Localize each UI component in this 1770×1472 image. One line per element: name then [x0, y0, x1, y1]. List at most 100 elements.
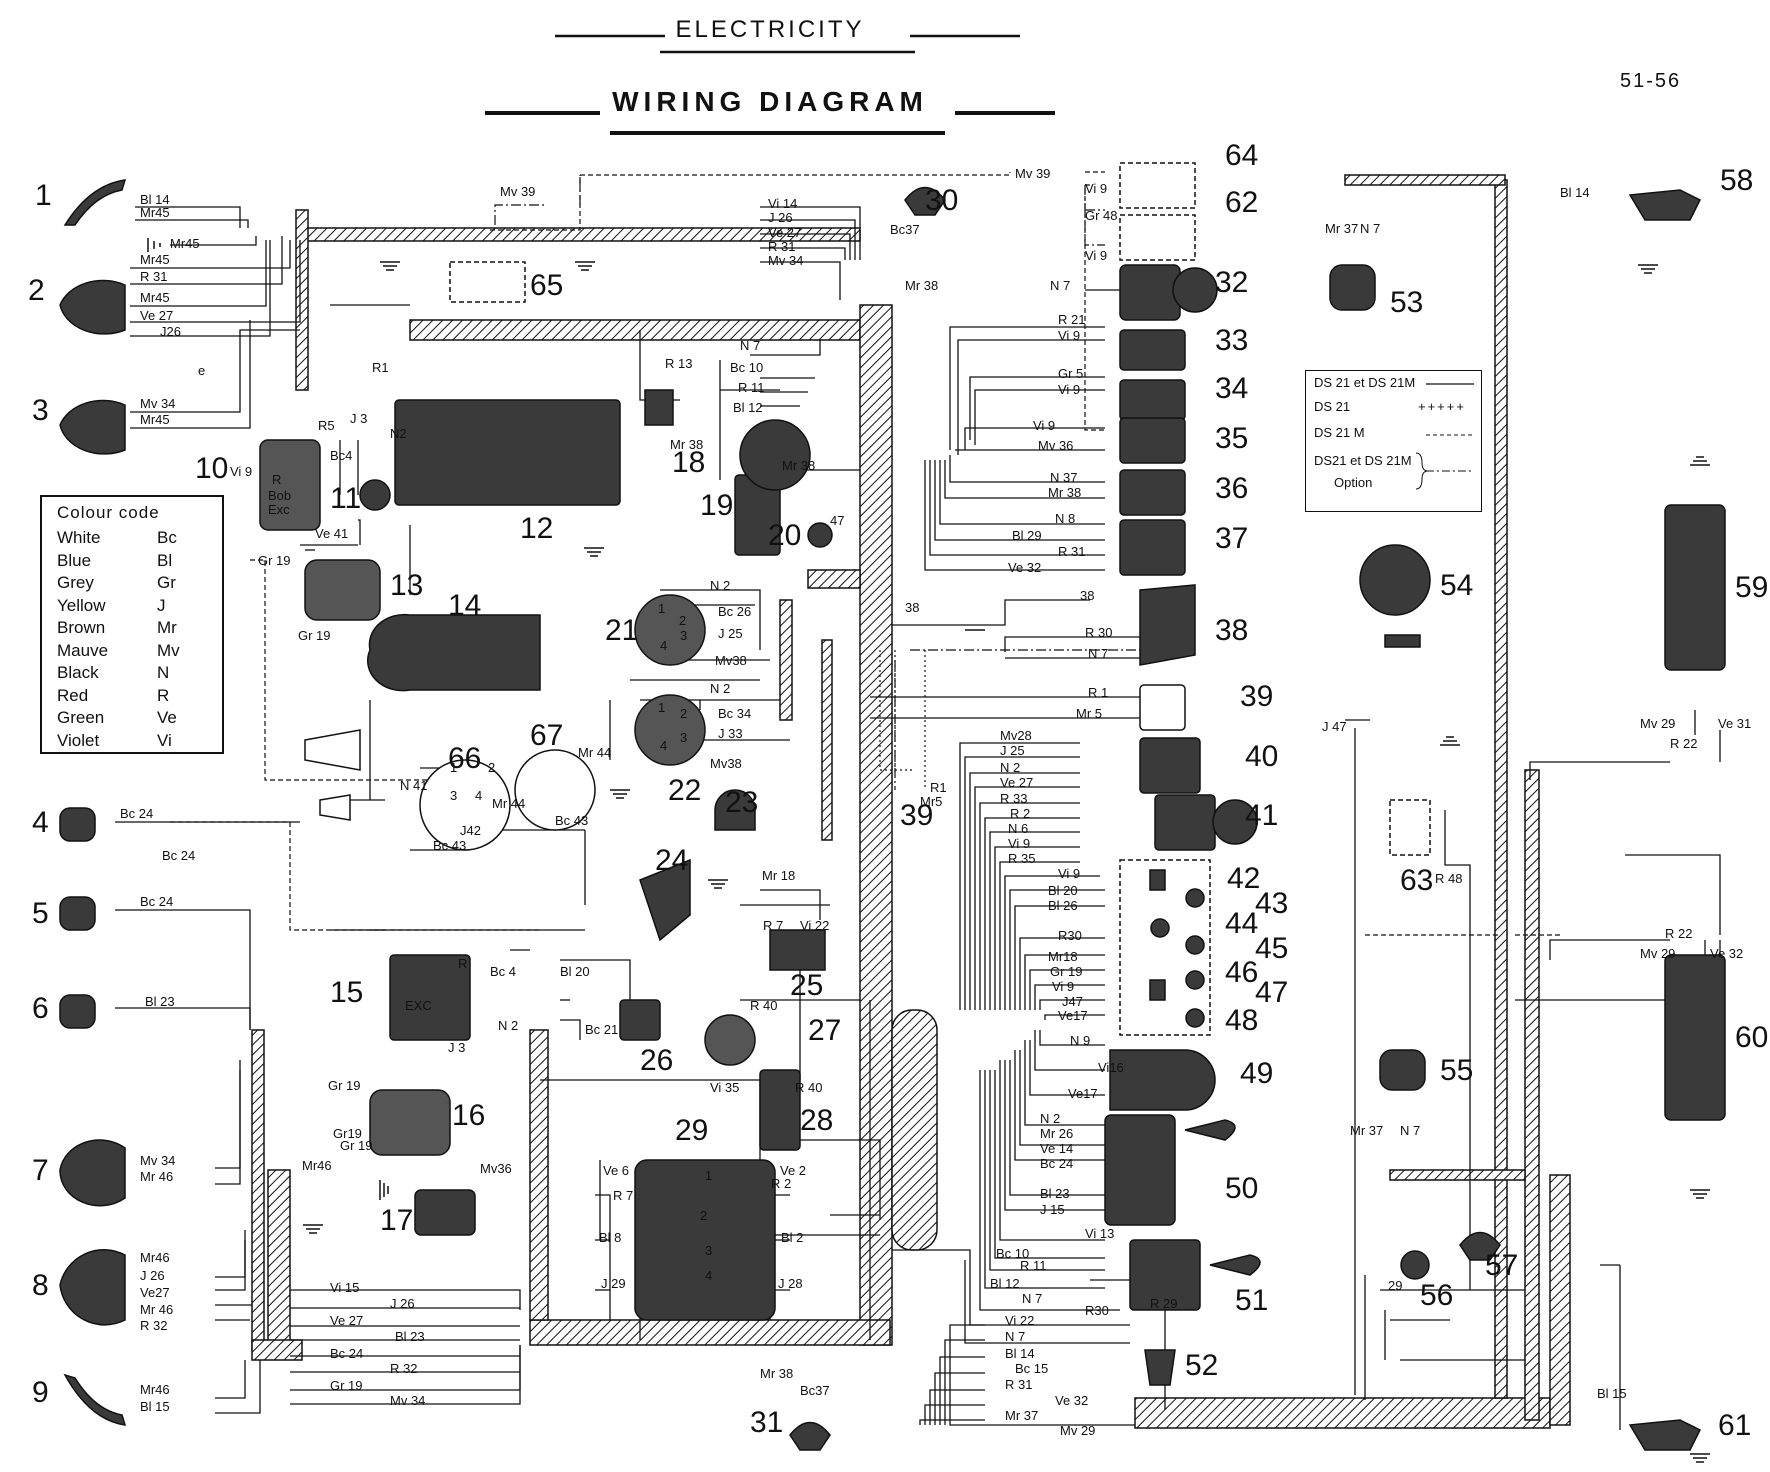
wire-label-c29: 2 — [700, 1208, 707, 1223]
horn-66a — [304, 729, 361, 771]
wire-label-c6: Bl 23 — [145, 994, 175, 1009]
variant-row-4a: DS21 et DS 21M — [1314, 453, 1412, 468]
switch-13 — [304, 559, 381, 621]
wire-label-c42-48: Vi 9 — [1058, 866, 1080, 881]
component-number-21: 21 — [605, 614, 638, 647]
relay-18 — [644, 389, 674, 426]
wire-label-c41: R 2 — [1010, 806, 1030, 821]
wire-label-c13: Gr 19 — [258, 553, 291, 568]
dashlamp-32 — [1119, 264, 1181, 321]
wire-label-c29: Ve 6 — [603, 1163, 629, 1178]
headlamp-3 — [59, 399, 126, 455]
side-lamp-6 — [59, 994, 96, 1029]
component-number-31: 31 — [750, 1406, 783, 1439]
component-number-67: 67 — [530, 719, 563, 752]
component-number-63: 63 — [1400, 864, 1433, 897]
horn-9 — [63, 1373, 127, 1426]
wire-label-c13: Gr 19 — [298, 628, 331, 643]
wire-label-c10: R — [272, 472, 281, 487]
wire-label-c7: Mr 46 — [140, 1169, 173, 1184]
component-number-25: 25 — [790, 969, 823, 1002]
wire-label-c29: Ve 2 — [780, 1163, 806, 1178]
wire-label-c35: Vi 9 — [1033, 418, 1055, 433]
switch-51 — [1129, 1239, 1201, 1311]
wire-label-c22: J 33 — [718, 726, 743, 741]
headlamp-7 — [59, 1139, 126, 1207]
wire-label-c62-64: Gr 48 — [1085, 208, 1118, 223]
wire-label-c62-64: Vi 9 — [1085, 181, 1107, 196]
relay-26 — [619, 999, 661, 1041]
wire-label-c42-48: Bl 26 — [1048, 898, 1078, 913]
component-number-20: 20 — [768, 519, 801, 552]
wire-label-misc: e — [198, 363, 205, 378]
wire-label-c15: Bl 20 — [560, 964, 590, 979]
wire-label-c60: R 22 — [1665, 926, 1692, 941]
wire-label-c22: 1 — [658, 700, 665, 715]
alternator-15 — [389, 954, 471, 1041]
wire-label-c29: J 28 — [778, 1276, 803, 1291]
wire-label-c37: N 8 — [1055, 511, 1075, 526]
unit-67 — [514, 749, 596, 831]
legend-colour-code: J — [157, 595, 166, 615]
component-number-34: 34 — [1215, 372, 1248, 405]
wire-label-c67: Mr 44 — [578, 745, 611, 760]
wire-label-c62-64: Vi 9 — [1085, 248, 1107, 263]
wire-label-bottom-bus_left: Gr 19 — [330, 1378, 363, 1393]
wire-label-bottom-bus_right: N 7 — [1005, 1329, 1025, 1344]
wire-label-c39: R1 — [930, 780, 947, 795]
legend-colour-name: Green — [57, 708, 105, 727]
component-number-48: 48 — [1225, 1004, 1258, 1037]
wire-label-c2: J26 — [160, 324, 181, 339]
wire-label-c5: Bc 24 — [140, 894, 173, 909]
component-number-4: 4 — [32, 806, 49, 839]
motor-65 — [449, 261, 526, 303]
wire-label-c10: J 3 — [350, 411, 367, 426]
lamp-38 — [1139, 584, 1196, 666]
lamp-57 — [1459, 1231, 1501, 1261]
component-number-53: 53 — [1390, 286, 1423, 319]
wire-label-c21: J 25 — [718, 626, 743, 641]
variant-row-3: DS 21 M — [1314, 425, 1365, 440]
wire-label-c52: R30 — [1085, 1303, 1109, 1318]
wire-label-c18: R 13 — [665, 356, 692, 371]
lamp-30 — [904, 186, 946, 216]
component-number-9: 9 — [32, 1376, 49, 1409]
diagram-title: WIRING DIAGRAM — [612, 86, 928, 117]
component-number-32: 32 — [1215, 266, 1248, 299]
wire-label-c5: Bc 24 — [162, 848, 195, 863]
switch-49 — [1109, 1049, 1216, 1111]
wire-label-c40: N 2 — [1000, 760, 1020, 775]
switch-34 — [1119, 379, 1186, 421]
wiper-head-19 — [739, 419, 811, 491]
ignition-41 — [1154, 794, 1216, 851]
wire-label-c50: Ve 14 — [1040, 1141, 1073, 1156]
sender-54 — [1359, 544, 1431, 616]
wire-label-c50: N 2 — [1040, 1111, 1060, 1126]
wire-label-c33: R 21 — [1058, 312, 1085, 327]
lamp-31 — [789, 1421, 831, 1451]
wire-label-c19: R 11 — [738, 380, 765, 395]
unit-66 — [419, 759, 511, 851]
wire-label-c29: Bl 8 — [599, 1230, 621, 1245]
wires-ds21m — [170, 171, 1560, 936]
wire-label-c53: N 7 — [1360, 221, 1380, 236]
lamp-61 — [1628, 1419, 1702, 1451]
wire-label-bottom-bus_left: Vi 15 — [330, 1280, 359, 1295]
wire-label-c62-64: Mv 39 — [1015, 166, 1050, 181]
component-number-50: 50 — [1225, 1172, 1258, 1205]
wire-label-c51: Bc 10 — [996, 1246, 1029, 1261]
wire-label-c10: R1 — [372, 360, 389, 375]
component-number-49: 49 — [1240, 1057, 1273, 1090]
wire-label-c15: J 3 — [448, 1040, 465, 1055]
component-number-35: 35 — [1215, 422, 1248, 455]
component-number-33: 33 — [1215, 324, 1248, 357]
wire-label-c29: 3 — [705, 1243, 712, 1258]
legend-colour-name: Grey — [57, 573, 94, 592]
wire-label-c51: Vi 13 — [1085, 1226, 1114, 1241]
component-number-59: 59 — [1735, 571, 1768, 604]
legend-colour-code: Gr — [157, 573, 176, 592]
wire-label-c29: Bl 2 — [781, 1230, 803, 1245]
component-number-10: 10 — [195, 452, 228, 485]
